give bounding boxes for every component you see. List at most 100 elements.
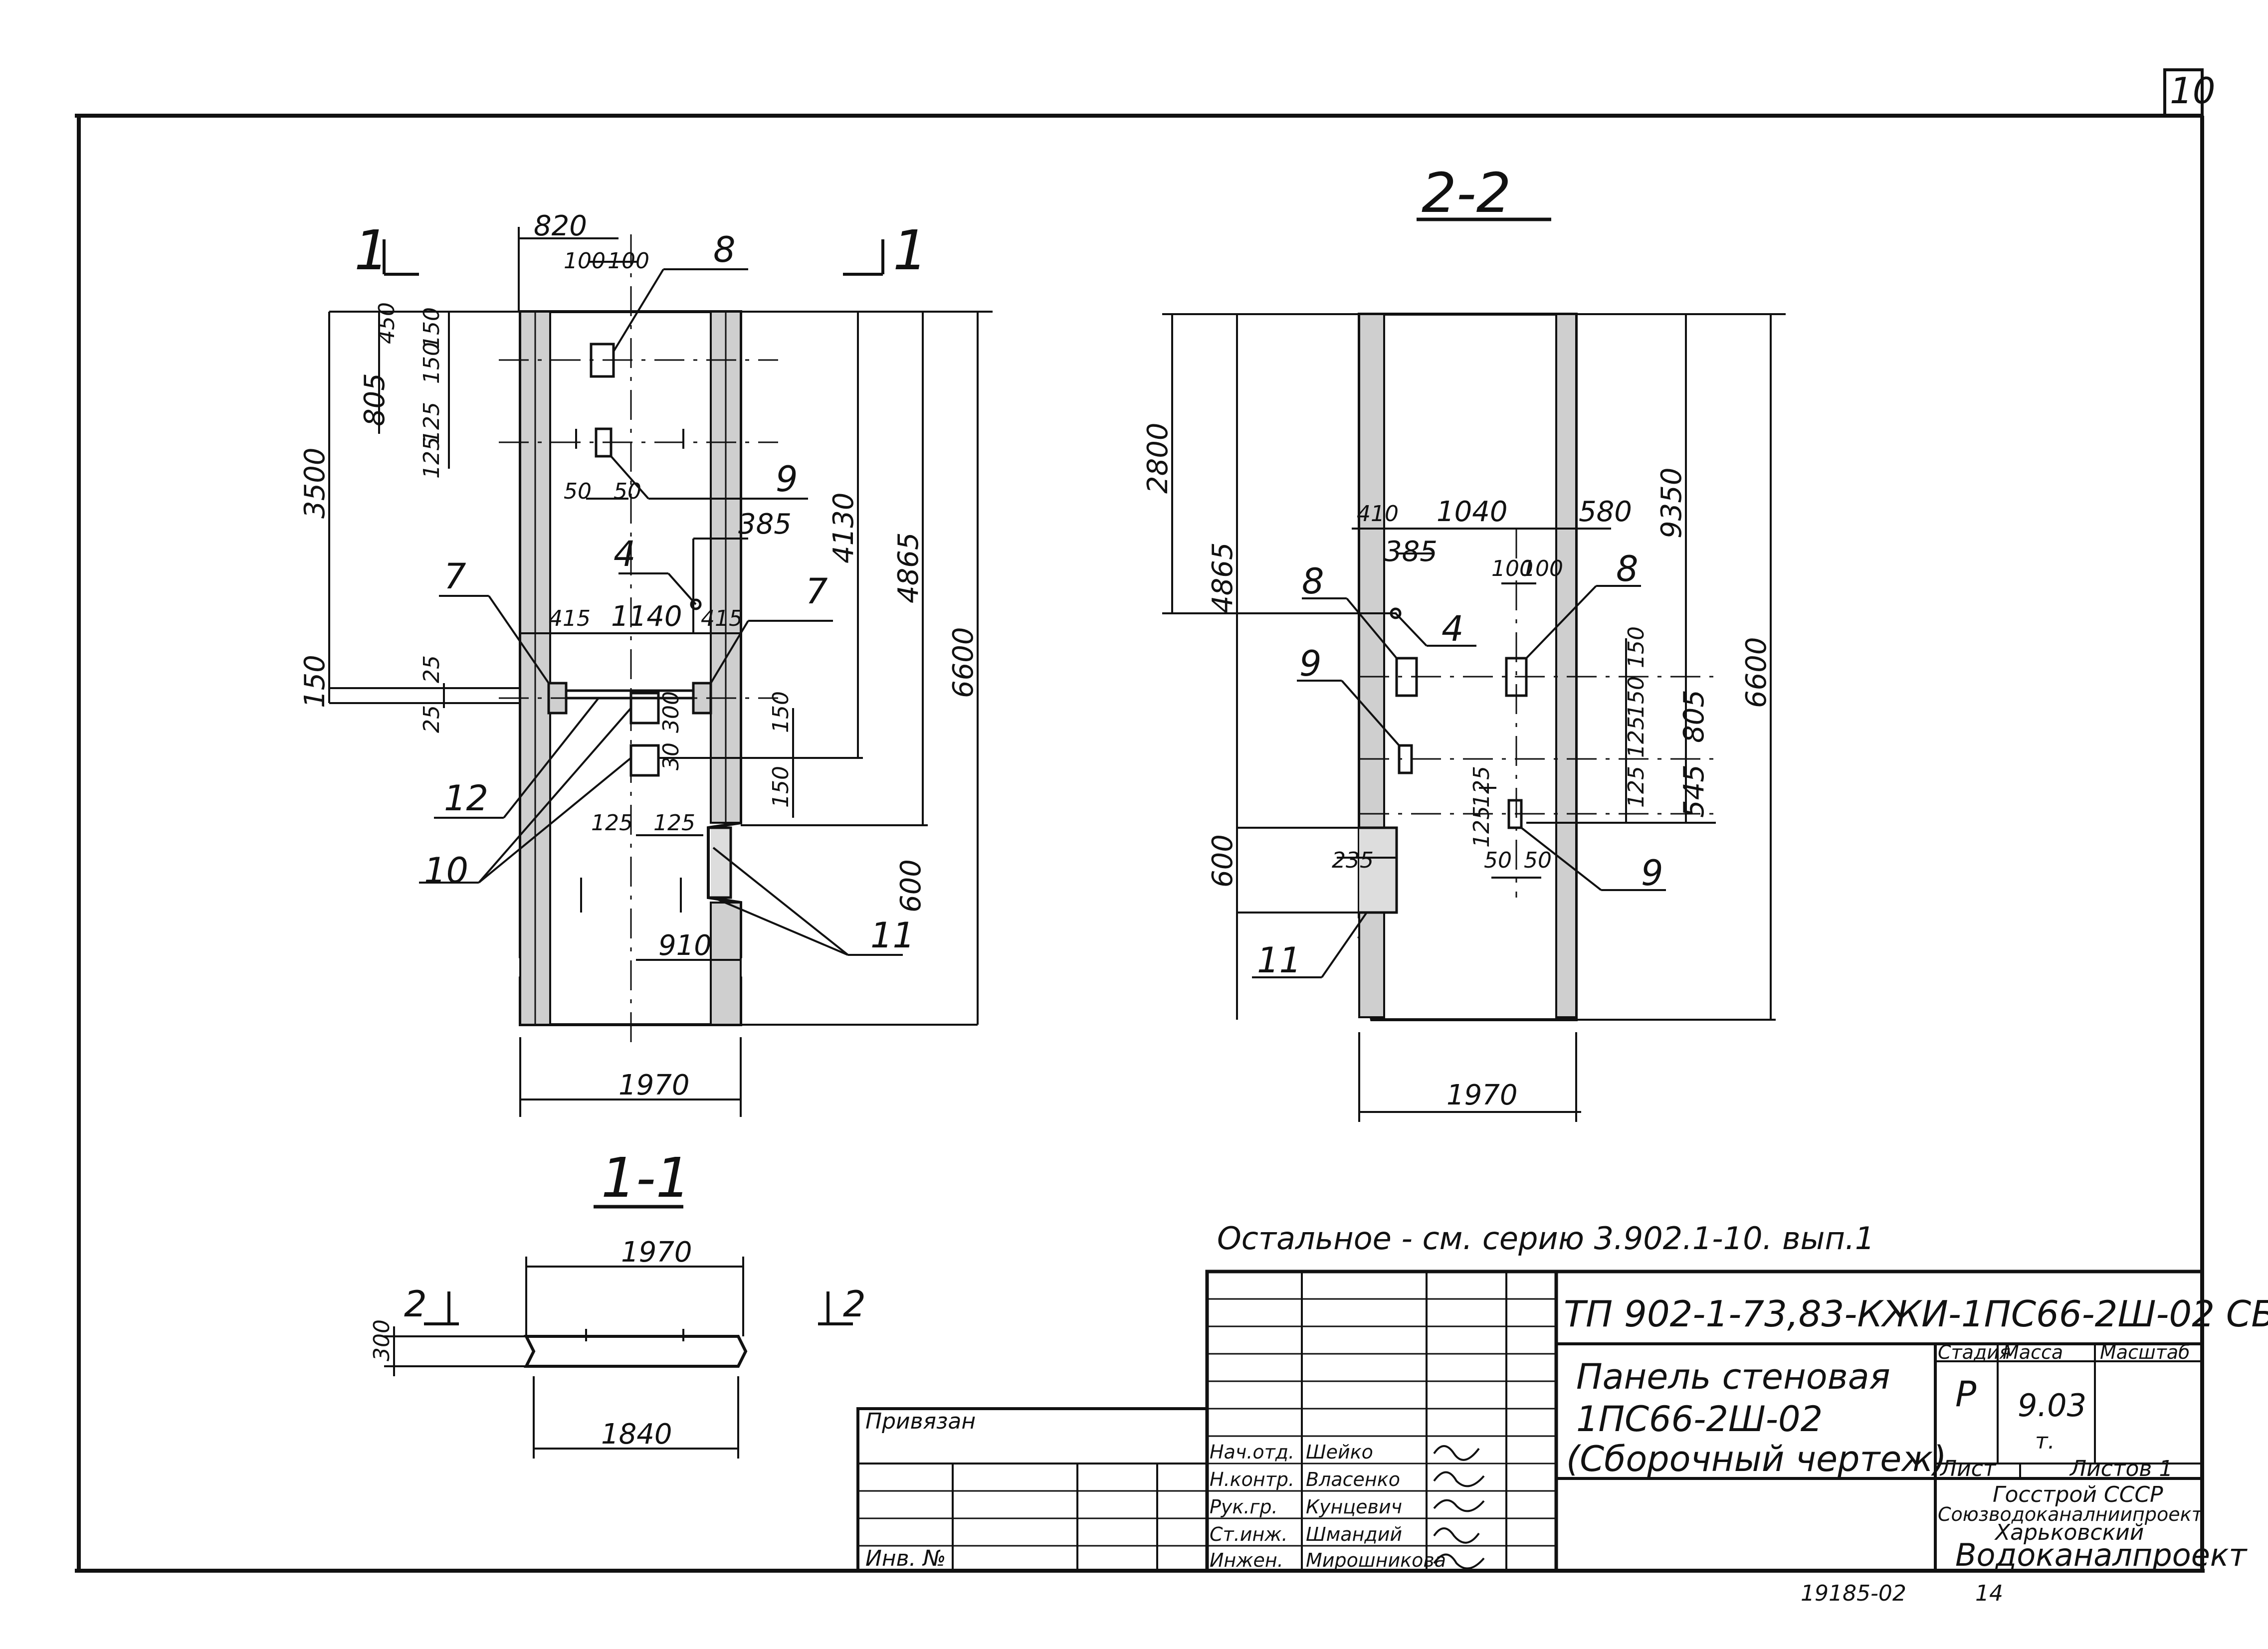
dim-6600: 6600 [947, 627, 980, 698]
dim-1140: 1140 [611, 600, 682, 633]
stage-value: Р [1955, 1374, 1977, 1415]
dim-125d-22: 125 [1469, 806, 1494, 848]
sheet-number: 10 [2170, 70, 2216, 112]
callout-4: 4 [614, 534, 636, 574]
dim-600: 600 [895, 859, 927, 913]
dim-125a: 125 [419, 402, 444, 444]
front-section-mark-right: 1 [893, 218, 928, 282]
dim-385-22: 385 [1384, 536, 1438, 568]
callout-8: 8 [713, 229, 736, 270]
dim-1970-22: 1970 [1446, 1079, 1518, 1111]
notch-11-22 [1359, 826, 1398, 914]
sheet-label: Лист [1939, 1456, 1997, 1481]
title-block [856, 1270, 2204, 1573]
signatures [1433, 1445, 1485, 1570]
callout-9b-22: 9 [1641, 853, 1663, 894]
dim-235: 235 [1332, 848, 1374, 873]
section-2-2: 2-2 [1142, 161, 1786, 1122]
callout-10: 10 [424, 850, 468, 891]
dim-25a: 25 [419, 655, 444, 683]
dim-150d: 150 [768, 691, 794, 733]
dim-125b-22: 125 [1624, 766, 1649, 808]
callout-9: 9 [776, 459, 798, 500]
name-0: Шейко [1306, 1441, 1373, 1463]
section-1-1: 1-1 2 2 1970 300 1840 [369, 1146, 866, 1459]
archive-number: 19185-02 [1801, 1581, 1906, 1606]
dim-1970-11: 1970 [621, 1236, 692, 1269]
dim-805: 805 [359, 373, 391, 426]
dim-50b-22: 50 [1524, 848, 1552, 873]
product-name-line3: (Сборочный чертеж) [1566, 1439, 1947, 1479]
dim-100a: 100 [564, 248, 606, 274]
sheets-label: Листов 1 [2069, 1456, 2173, 1481]
org-line4: Водоканалпроект [1955, 1537, 2248, 1573]
dim-415b: 415 [701, 606, 743, 631]
callout-12: 12 [444, 778, 488, 819]
dim-910: 910 [658, 929, 712, 962]
name-1: Власенко [1306, 1468, 1400, 1490]
embedded-plate-10b [629, 744, 660, 777]
dim-600-22: 600 [1207, 834, 1239, 888]
dim-300: 300 [658, 691, 684, 733]
dim-1040: 1040 [1437, 496, 1508, 528]
dim-300-11: 300 [369, 1319, 395, 1361]
section-1-1-outline [524, 1335, 748, 1368]
dim-450: 450 [374, 302, 400, 344]
dim-30: 30 [658, 742, 684, 770]
role-0: Нач.отд. [1210, 1441, 1294, 1463]
dim-125c: 125 [591, 810, 633, 836]
role-2: Рук.гр. [1210, 1496, 1278, 1518]
front-right-rib-low [710, 902, 742, 1026]
org-line3: Харьковский [1994, 1520, 2144, 1545]
dim-4130: 4130 [827, 492, 860, 563]
privyazan-label: Привязан [865, 1409, 976, 1434]
scale-label: Масштаб [2100, 1341, 2190, 1363]
callout-7a: 7 [444, 556, 466, 597]
dim-2800: 2800 [1142, 422, 1174, 494]
mass-unit: т. [2035, 1429, 2055, 1454]
dim-100a-22: 100 [1491, 556, 1533, 581]
dim-150b: 150 [419, 342, 444, 384]
dim-580: 580 [1579, 496, 1632, 528]
dim-150a: 150 [419, 307, 444, 349]
mass-label: Масса [2003, 1341, 2063, 1363]
dim-3500: 3500 [299, 447, 331, 519]
dim-50a: 50 [564, 479, 592, 504]
section-2-mark-left: 2 [404, 1283, 427, 1325]
dim-545: 545 [1678, 764, 1710, 818]
callout-8b-22: 8 [1616, 549, 1639, 589]
section-2-2-outline [1357, 313, 1578, 1021]
name-4: Мирошникова [1306, 1549, 1446, 1571]
product-name-line1: Панель стеновая [1576, 1356, 1890, 1397]
dim-385: 385 [738, 508, 792, 541]
dim-1840: 1840 [601, 1418, 672, 1451]
dim-4865-22: 4865 [1207, 542, 1239, 613]
stage-label: Стадия [1938, 1341, 2011, 1363]
callout-11: 11 [870, 915, 915, 956]
role-1: Н.контр. [1210, 1468, 1294, 1490]
inv-no-label: Инв. № [865, 1546, 946, 1571]
callout-11-22: 11 [1257, 940, 1301, 981]
callout-8a-22: 8 [1302, 561, 1324, 602]
dim-9350: 9350 [1655, 467, 1688, 539]
callout-9a-22: 9 [1299, 643, 1322, 684]
front-view: 1 1 820 100 100 450 150 150 805 125 125 … [299, 210, 993, 1117]
mass-value: 9.03 [2018, 1387, 2086, 1424]
drawing-code: ТП 902-1-73,83-КЖИ-1ПС66-2Ш-02 СБ [1564, 1293, 2268, 1335]
dim-1970-front: 1970 [619, 1069, 690, 1101]
dim-150b-22: 150 [1624, 676, 1649, 718]
general-note: Остальное - см. серию 3.902.1-10. вып.1 [1217, 1220, 1874, 1257]
role-3: Ст.инж. [1210, 1523, 1288, 1545]
dim-100b: 100 [608, 248, 649, 274]
archive-page: 14 [1975, 1581, 2003, 1606]
dim-4865: 4865 [892, 532, 925, 603]
dim-50b: 50 [614, 479, 641, 504]
section-2-2-title: 2-2 [1422, 161, 1511, 225]
dim-150e: 150 [768, 766, 794, 808]
role-4: Инжен. [1210, 1549, 1283, 1571]
dim-415a: 415 [549, 606, 591, 631]
dim-820: 820 [534, 210, 587, 242]
dim-125d: 125 [653, 810, 695, 836]
section-2-mark-right: 2 [843, 1283, 866, 1325]
